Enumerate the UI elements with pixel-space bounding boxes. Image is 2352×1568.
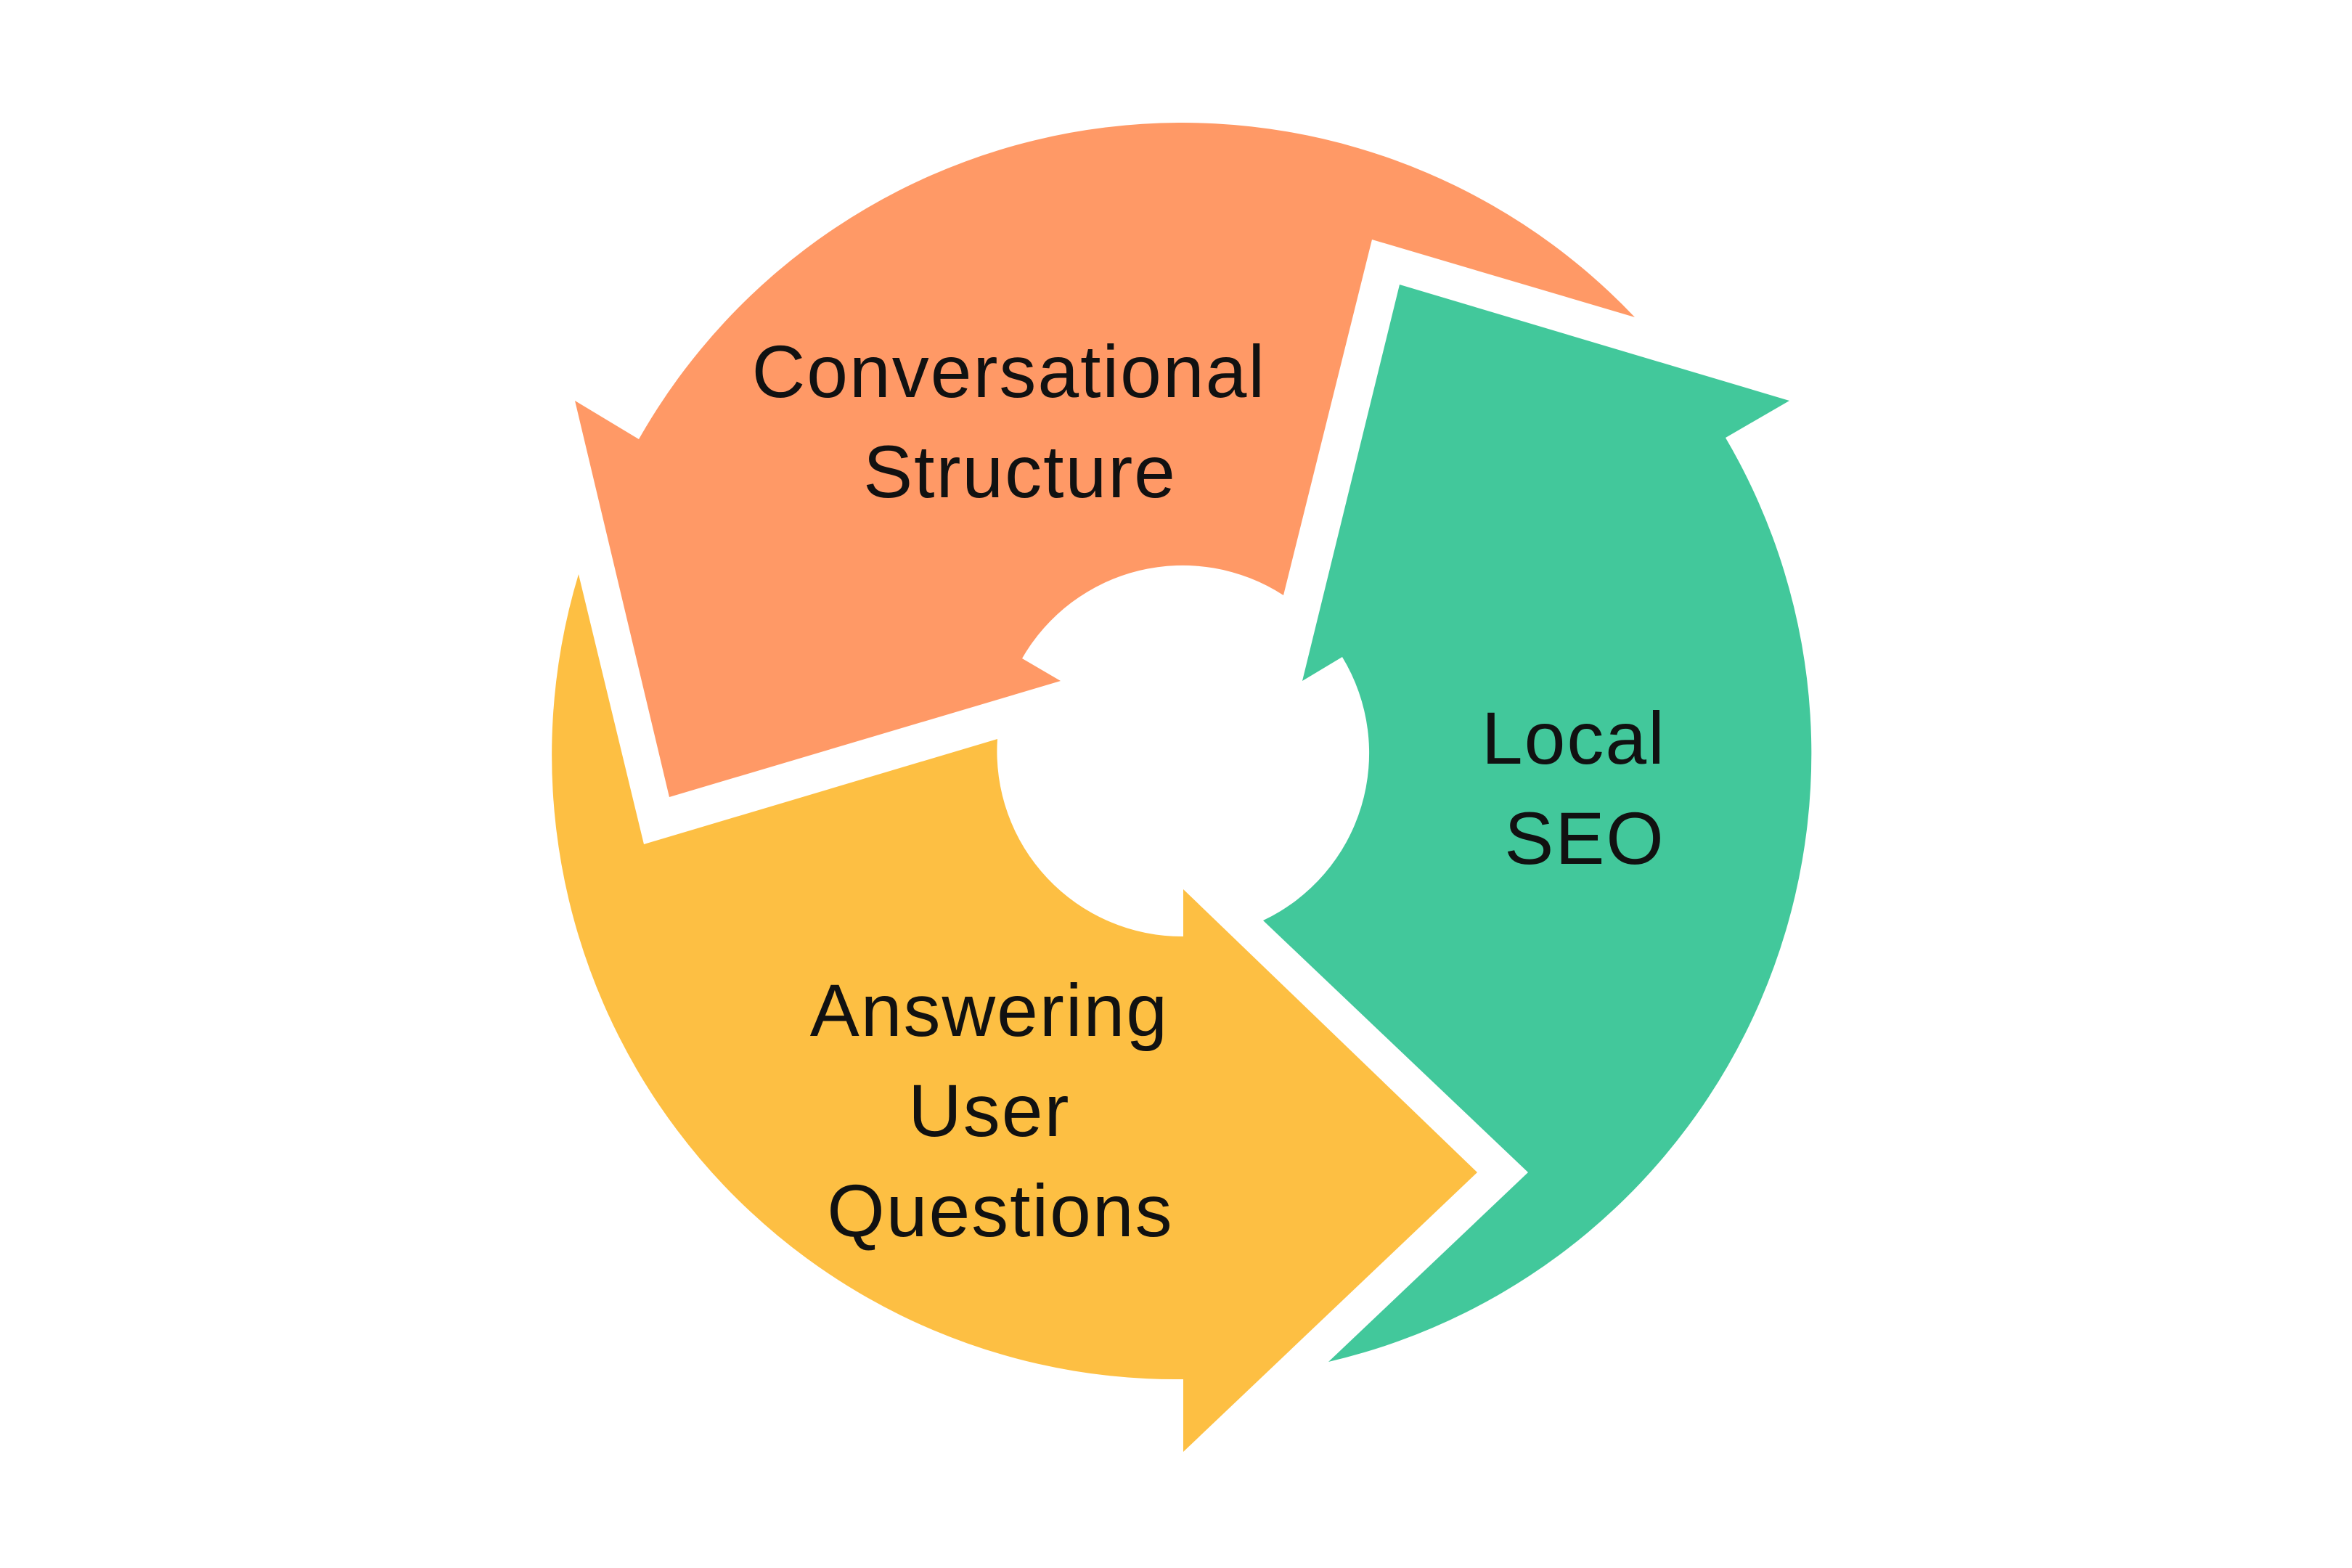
answering-user-questions-arrow — [552, 574, 1477, 1452]
conversational-structure-label: Conversational Structure — [752, 330, 1289, 513]
local-seo-label: Local SEO — [1482, 697, 1688, 880]
answering-user-questions-label: Answering User Questions — [810, 969, 1191, 1252]
conversational-structure-arrow — [575, 123, 1635, 797]
local-seo-arrow — [1263, 285, 1812, 1362]
